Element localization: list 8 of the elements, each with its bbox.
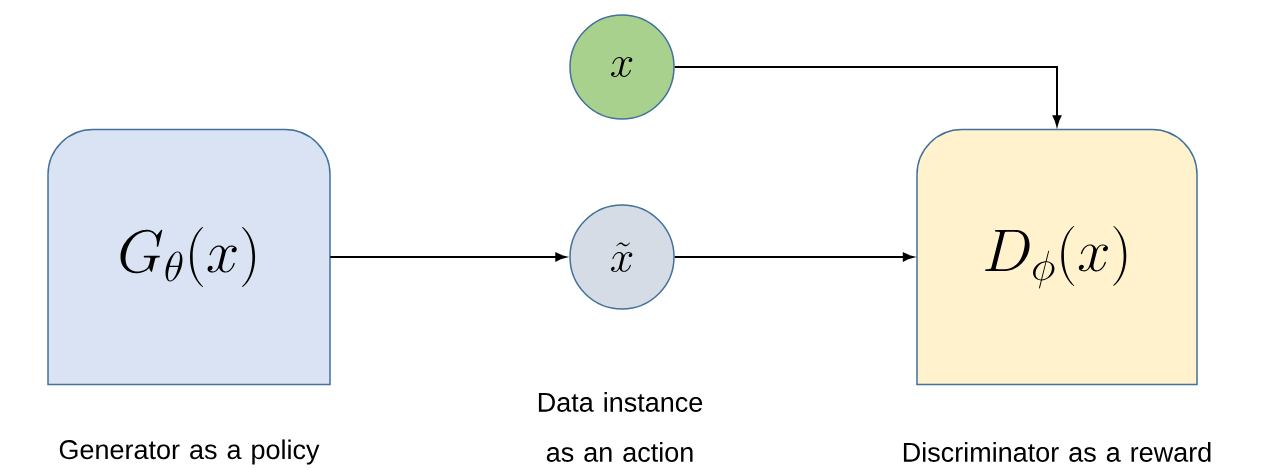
node-label: Data instance as an action — [538, 392, 703, 462]
arrow — [329, 252, 566, 262]
generator-box: $G_{\theta}(x)$ — [47, 128, 331, 386]
node-label: Discriminator as a reward — [903, 442, 1211, 462]
arrow — [673, 252, 914, 262]
arrow — [673, 66, 1062, 126]
discriminator-box: $D_{\phi}(x)$ — [916, 128, 1198, 386]
node-label: Generator as a policy — [59, 439, 320, 465]
